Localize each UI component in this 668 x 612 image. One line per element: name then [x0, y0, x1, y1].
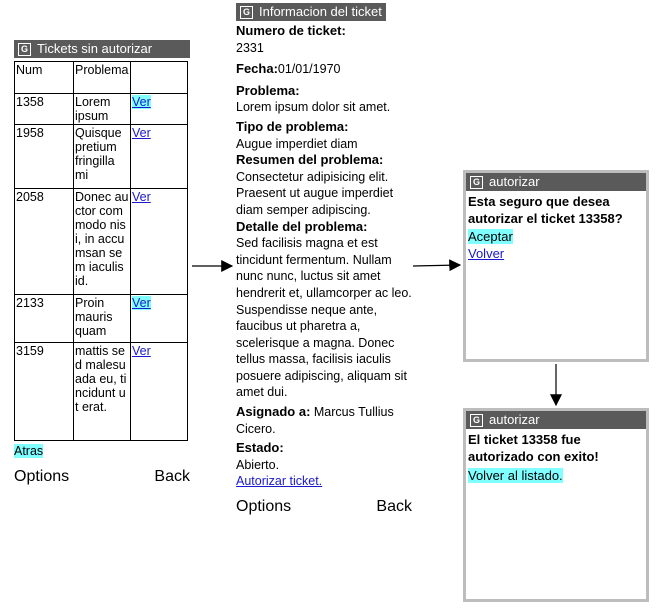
confirm-message: Esta seguro que desea autorizar el ticke… [468, 194, 623, 226]
screen-ticket-list: G Tickets sin autorizar Num Problema 135… [14, 40, 190, 486]
ticket-problem: Lorem ipsum [73, 93, 131, 125]
resumen-value: Consectetur adipisicing elit. Praesent u… [236, 169, 394, 217]
dialog-title: autorizar [489, 174, 540, 189]
back-link[interactable]: Atras [14, 444, 44, 458]
ver-link[interactable]: Ver [132, 190, 151, 204]
table-row: 2058 Donec auctor commodo nisi, in accum… [14, 188, 188, 295]
ver-link[interactable]: Ver [132, 296, 151, 310]
problema-label: Problema: [236, 82, 300, 98]
ticket-detail-body: Numero de ticket: 2331 Fecha:01/01/1970 … [236, 23, 416, 490]
app-g-icon: G [470, 175, 483, 189]
accept-button[interactable]: Aceptar [468, 229, 513, 244]
app-g-icon: G [240, 5, 253, 19]
app-g-icon: G [18, 42, 31, 56]
table-row: 2133 Proin mauris quam Ver [14, 294, 188, 343]
success-message: El ticket 13358 fue autorizado con exito… [468, 432, 599, 464]
screen-title-bar: G Tickets sin autorizar [14, 40, 190, 58]
ticket-num: 2058 [14, 188, 74, 295]
authorize-ticket-link[interactable]: Autorizar ticket. [236, 474, 323, 489]
options-softkey[interactable]: Options [236, 498, 292, 516]
numero-label: Numero de ticket: [236, 23, 346, 38]
screen-title-bar: G Informacion del ticket [236, 3, 386, 21]
ticket-num: 2133 [14, 294, 74, 343]
tipo-label: Tipo de problema: [236, 118, 349, 134]
detalle-value: Sed facilisis magna et est tincidunt fer… [236, 236, 412, 400]
ver-link[interactable]: Ver [132, 126, 151, 140]
authorize-success-dialog: G autorizar El ticket 13358 fue autoriza… [463, 408, 649, 602]
ticket-num: 1958 [14, 124, 74, 189]
ticket-problem: Proin mauris quam [73, 294, 131, 343]
asignado-value: Marcus Tullius Cicero. [236, 405, 394, 436]
dialog-title: autorizar [489, 412, 540, 427]
resumen-label: Resumen del problema: [236, 152, 384, 168]
table-header-row: Num Problema [14, 61, 188, 94]
screen-title: Informacion del ticket [259, 4, 382, 19]
detalle-label: Detalle del problema: [236, 218, 368, 234]
ticket-problem: Donec auctor commodo nisi, in accumsan s… [73, 188, 131, 295]
back-softkey[interactable]: Back [376, 498, 412, 516]
ver-link[interactable]: Ver [132, 95, 151, 109]
app-g-icon: G [470, 413, 483, 427]
problema-value: Lorem ipsum dolor sit amet. [236, 100, 391, 115]
dialog-title-bar: G autorizar [466, 173, 646, 191]
estado-value: Abierto. [236, 457, 280, 472]
asignado-label: Asignado a: [236, 404, 311, 420]
screen-ticket-detail: G Informacion del ticket Numero de ticke… [236, 3, 412, 516]
confirm-authorize-dialog: G autorizar Esta seguro que desea autori… [463, 170, 649, 362]
estado-label: Estado: [236, 440, 284, 456]
screen-title: Tickets sin autorizar [37, 41, 153, 56]
numero-value: 2331 [236, 40, 264, 55]
fecha-value: 01/01/1970 [277, 62, 341, 77]
back-softkey[interactable]: Back [154, 468, 190, 485]
ver-link[interactable]: Ver [132, 344, 151, 358]
back-to-list-button[interactable]: Volver al listado. [468, 468, 563, 483]
table-row: 1958 Quisque pretium fringilla mi Ver [14, 124, 188, 189]
dialog-title-bar: G autorizar [466, 411, 646, 429]
column-header-action [130, 61, 188, 94]
volver-link[interactable]: Volver [468, 246, 505, 261]
table-row: 3159 mattis sed malesuada eu, tincidunt … [14, 342, 188, 441]
ticket-num: 3159 [14, 342, 74, 441]
fecha-label: Fecha: [236, 61, 278, 77]
column-header-problem: Problema [73, 61, 131, 94]
options-softkey[interactable]: Options [14, 468, 70, 485]
ticket-problem: Quisque pretium fringilla mi [73, 124, 131, 189]
tipo-value: Augue imperdiet diam [236, 136, 358, 151]
arrow-detail-to-confirm [412, 259, 462, 272]
tickets-table: Num Problema 1358 Lorem ipsum Ver 1958 Q… [14, 61, 188, 441]
table-row: 1358 Lorem ipsum Ver [14, 93, 188, 125]
